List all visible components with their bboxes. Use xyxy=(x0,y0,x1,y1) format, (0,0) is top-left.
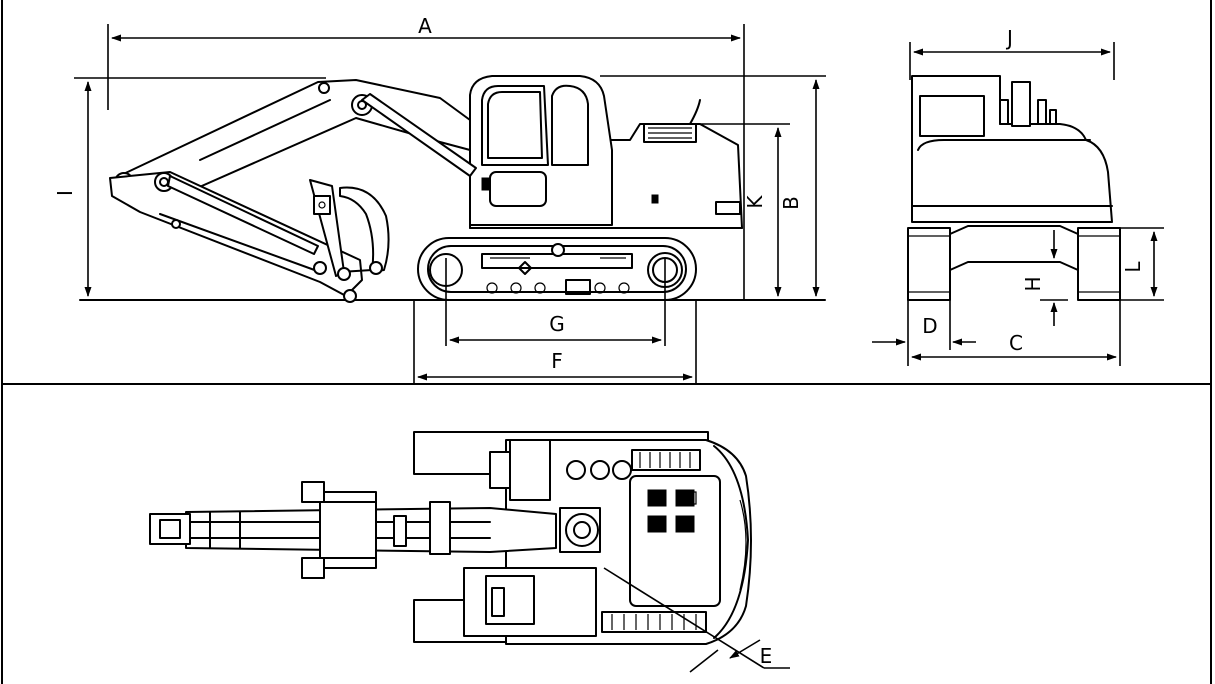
label-b: B xyxy=(779,196,803,210)
dimension-b: B xyxy=(600,75,826,297)
label-i: I xyxy=(53,190,77,196)
label-l: L xyxy=(1121,261,1145,273)
dimension-f: F xyxy=(413,300,697,384)
dimension-j: J xyxy=(909,26,1115,80)
front-left-track xyxy=(907,227,951,301)
front-track-grousers xyxy=(908,235,1120,293)
dimension-k: K xyxy=(700,123,790,297)
label-k: K xyxy=(743,195,767,209)
top-view: E xyxy=(149,431,790,673)
label-h: H xyxy=(1021,276,1045,291)
label-g: G xyxy=(549,312,565,336)
side-cab xyxy=(469,75,613,226)
side-track xyxy=(417,237,697,301)
dimension-l: L xyxy=(1120,227,1164,301)
side-boom-cylinder xyxy=(361,93,477,177)
side-arm-cylinder xyxy=(167,175,319,255)
label-j: J xyxy=(1005,26,1013,50)
dimension-c: C xyxy=(911,300,1121,366)
dimension-a: A xyxy=(107,14,745,300)
front-right-track xyxy=(1077,227,1121,301)
dimension-h: H xyxy=(1021,230,1068,326)
dimension-i: I xyxy=(53,77,326,297)
side-arm xyxy=(109,171,363,297)
label-a: A xyxy=(418,14,432,38)
front-view: J L H D C xyxy=(872,26,1164,366)
side-bucket xyxy=(337,186,390,303)
top-cab xyxy=(463,567,597,637)
side-view: A I B K G xyxy=(53,14,826,384)
top-boom-arm xyxy=(149,481,557,579)
label-c: C xyxy=(1009,331,1023,355)
label-d: D xyxy=(922,314,937,338)
dimension-g: G xyxy=(445,258,666,346)
label-e: E xyxy=(760,644,773,668)
dimension-e: E xyxy=(603,567,790,673)
front-undercarriage xyxy=(949,225,1079,271)
dimension-d: D xyxy=(872,300,976,366)
label-f: F xyxy=(551,349,563,373)
